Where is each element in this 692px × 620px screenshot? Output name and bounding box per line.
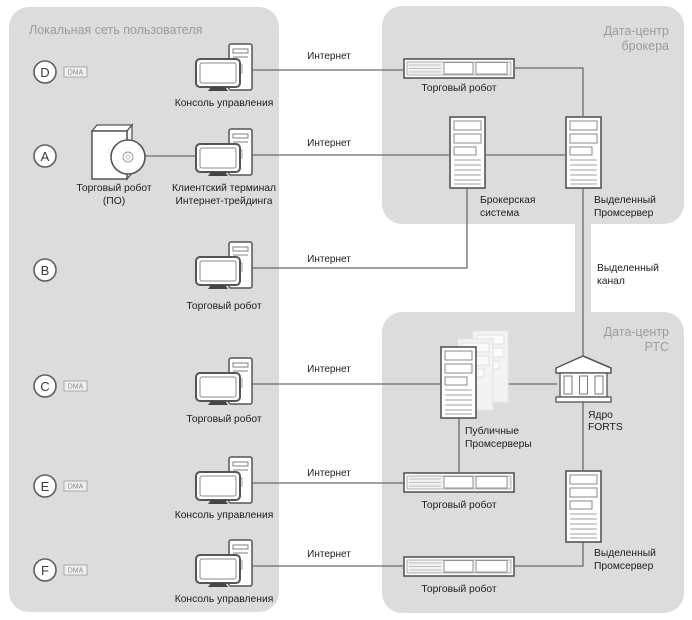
row-letter: D <box>40 65 49 80</box>
dma-badge <box>63 564 88 576</box>
row-marker-circle <box>33 374 57 398</box>
row-f: F DMA <box>33 558 88 582</box>
device-label: Консоль управления <box>175 510 274 521</box>
rts-robot-label: Торговый робот <box>421 583 497 595</box>
forts-core-label-line2: FORTS <box>588 422 623 433</box>
internet-label: Интернет <box>307 254 351 265</box>
software-box-icon <box>90 123 146 181</box>
internet-label: Интернет <box>307 549 351 560</box>
local-network-title: Локальная сеть пользователя <box>29 23 202 37</box>
public-promservers-label-line2: Промсерверы <box>465 439 532 450</box>
software-label-line2: (ПО) <box>103 196 125 207</box>
dma-badge-label: DMA <box>68 484 84 491</box>
row-c: C DMA <box>33 374 88 398</box>
rts-dedicated-label-line2: Промсервер <box>594 561 654 572</box>
rts-dedicated-label: Выделенный <box>594 548 656 559</box>
device-label: Торговый робот <box>186 300 262 312</box>
rts-robot-label: Торговый робот <box>421 499 497 511</box>
dma-badge <box>63 66 88 78</box>
row-letter: A <box>41 149 50 164</box>
broker-robot-label: Торговый робот <box>421 82 497 94</box>
dma-badge <box>63 380 88 392</box>
row-e: E DMA <box>33 474 88 498</box>
rack-server-icon <box>404 59 514 78</box>
row-d: D DMA <box>33 60 88 84</box>
forts-core-label: Ядро <box>588 410 613 421</box>
row-letter: E <box>41 479 50 494</box>
channel-label-line2: канал <box>597 276 625 287</box>
wire-broker-robot-to-dedicated <box>515 67 584 116</box>
broker-dedicated-label-line2: Промсервер <box>594 208 654 219</box>
row-marker-circle <box>33 258 57 282</box>
public-promservers-label: Публичные <box>465 425 519 437</box>
connections <box>145 67 584 567</box>
broker-dc-title-line2: брокера <box>621 39 669 53</box>
row-a: A <box>33 144 57 168</box>
wire-b-internet <box>252 189 468 269</box>
device-label-line2: Интернет-трейдинга <box>176 196 273 207</box>
device-label: Торговый робот <box>186 413 262 425</box>
internet-label: Интернет <box>307 138 351 149</box>
device-label: Консоль управления <box>175 594 274 605</box>
dma-badge-label: DMA <box>68 568 84 575</box>
row-marker-circle <box>33 144 57 168</box>
rts-dc-title-line2: РТС <box>645 340 669 354</box>
row-letter: C <box>40 379 49 394</box>
broker-dc-title: Дата-центр <box>604 24 669 38</box>
rts-dc-title: Дата-центр <box>604 325 669 339</box>
row-letter: B <box>41 263 50 278</box>
tower-server-icon <box>566 117 601 188</box>
broker-system-label: Брокерская <box>480 195 535 206</box>
device-label: Клиентский терминал <box>172 183 276 194</box>
tower-server-icon <box>450 117 485 188</box>
exchange-building-icon <box>555 355 612 403</box>
dma-badge-label: DMA <box>68 70 84 77</box>
channel-label: Выделенный <box>597 263 659 274</box>
row-marker-circle <box>33 474 57 498</box>
internet-label: Интернет <box>307 51 351 62</box>
broker-system-label-line2: система <box>480 208 519 219</box>
tower-server-icon <box>566 471 601 542</box>
row-b: B <box>33 258 57 282</box>
broker-dedicated-label: Выделенный <box>594 195 656 206</box>
dma-badge <box>63 480 88 492</box>
row-marker-circle <box>33 60 57 84</box>
software-label: Торговый робот <box>76 182 152 194</box>
rack-server-icon <box>404 557 514 576</box>
wire-rts-dedicated-to-robot <box>515 542 584 567</box>
row-letter: F <box>41 563 49 578</box>
device-label: Консоль управления <box>175 98 274 109</box>
internet-label: Интернет <box>307 364 351 375</box>
row-marker-circle <box>33 558 57 582</box>
tower-server-icon <box>441 347 476 418</box>
rack-server-icon <box>404 473 514 492</box>
internet-label: Интернет <box>307 468 351 479</box>
dma-badge-label: DMA <box>68 384 84 391</box>
